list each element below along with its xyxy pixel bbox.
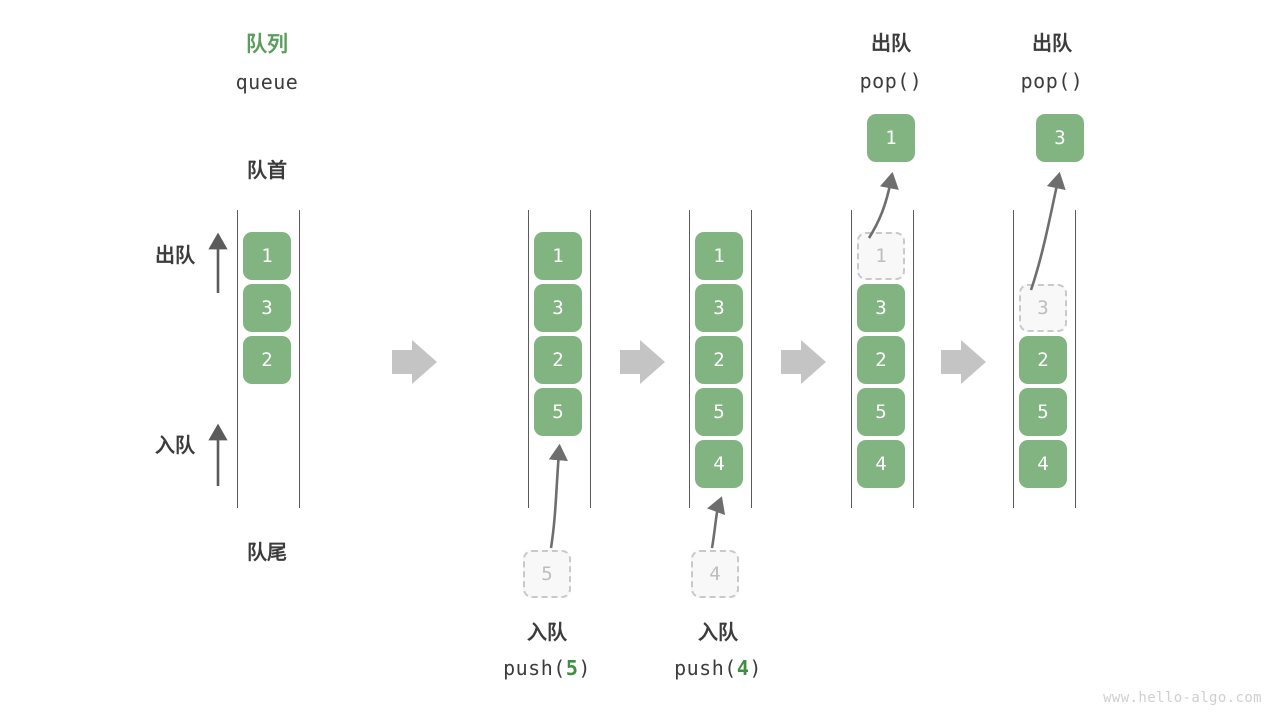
diagram-title-en: queue <box>235 70 299 94</box>
queue-cell: 4 <box>1019 440 1067 488</box>
queue-cell: 2 <box>857 336 905 384</box>
transition-arrow <box>781 340 826 384</box>
incoming-ghost-cell: 5 <box>523 550 571 598</box>
push-code-post: ) <box>749 656 762 680</box>
queue-tail-label: 队尾 <box>247 542 287 564</box>
rail-right-stage-3 <box>751 210 752 508</box>
rail-left-stage-3 <box>689 210 690 508</box>
queue-cell: 2 <box>1019 336 1067 384</box>
transition-arrow <box>620 340 665 384</box>
rail-left-stage-4 <box>851 210 852 508</box>
queue-cell: 5 <box>1019 388 1067 436</box>
push-code-pre: push( <box>674 656 737 680</box>
queue-cell: 3 <box>695 284 743 332</box>
push-caption-code: push(4) <box>658 656 778 681</box>
queue-cell: 1 <box>695 232 743 280</box>
transition-arrow <box>392 340 437 384</box>
incoming-ghost-cell: 4 <box>691 550 739 598</box>
rail-right-stage-4 <box>913 210 914 508</box>
queue-cell: 5 <box>534 388 582 436</box>
pop-caption-code: pop() <box>859 69 923 93</box>
queue-cell: 5 <box>695 388 743 436</box>
pop-caption-cn: 出队 <box>1032 33 1072 55</box>
queue-cell: 4 <box>695 440 743 488</box>
queue-cell: 5 <box>857 388 905 436</box>
rail-right-stage-2 <box>590 210 591 508</box>
push-code-value: 4 <box>736 656 750 680</box>
rail-right-stage-5 <box>1075 210 1076 508</box>
push-code-post: ) <box>578 656 591 680</box>
push-feed-arrow-4 <box>707 496 726 549</box>
queue-cell: 3 <box>857 284 905 332</box>
popped-cell: 3 <box>1036 114 1084 162</box>
queue-cell: 3 <box>243 284 291 332</box>
queue-cell: 2 <box>243 336 291 384</box>
transition-arrow <box>941 340 986 384</box>
rail-left-stage-5 <box>1013 210 1014 508</box>
pop-exit-arrow-3 <box>1029 171 1066 291</box>
queue-cell: 4 <box>857 440 905 488</box>
pop-caption-code: pop() <box>1020 69 1084 93</box>
pop-direction-label: 出队 <box>155 245 195 267</box>
push-caption-cn: 入队 <box>527 622 567 644</box>
push-code-pre: push( <box>503 656 566 680</box>
rail-left-stage-1 <box>237 210 238 508</box>
rail-left-stage-2 <box>528 210 529 508</box>
push-code-value: 5 <box>565 656 579 680</box>
popped-cell: 1 <box>867 114 915 162</box>
queue-cell: 2 <box>695 336 743 384</box>
queue-cell: 2 <box>534 336 582 384</box>
push-caption-cn: 入队 <box>698 622 738 644</box>
popped-ghost-cell: 3 <box>1019 284 1067 332</box>
rail-right-stage-1 <box>299 210 300 508</box>
queue-cell: 1 <box>243 232 291 280</box>
pop-exit-arrow-1 <box>867 171 899 239</box>
site-watermark: www.hello-algo.com <box>1103 690 1262 706</box>
pop-caption-cn: 出队 <box>871 33 911 55</box>
queue-head-label: 队首 <box>247 160 287 182</box>
queue-cell: 1 <box>534 232 582 280</box>
queue-cell: 3 <box>534 284 582 332</box>
push-caption-code: push(5) <box>487 656 607 681</box>
push-feed-arrow-5 <box>548 443 568 549</box>
diagram-title-cn: 队列 <box>246 33 288 56</box>
popped-ghost-cell: 1 <box>857 232 905 280</box>
push-direction-label: 入队 <box>155 435 195 457</box>
